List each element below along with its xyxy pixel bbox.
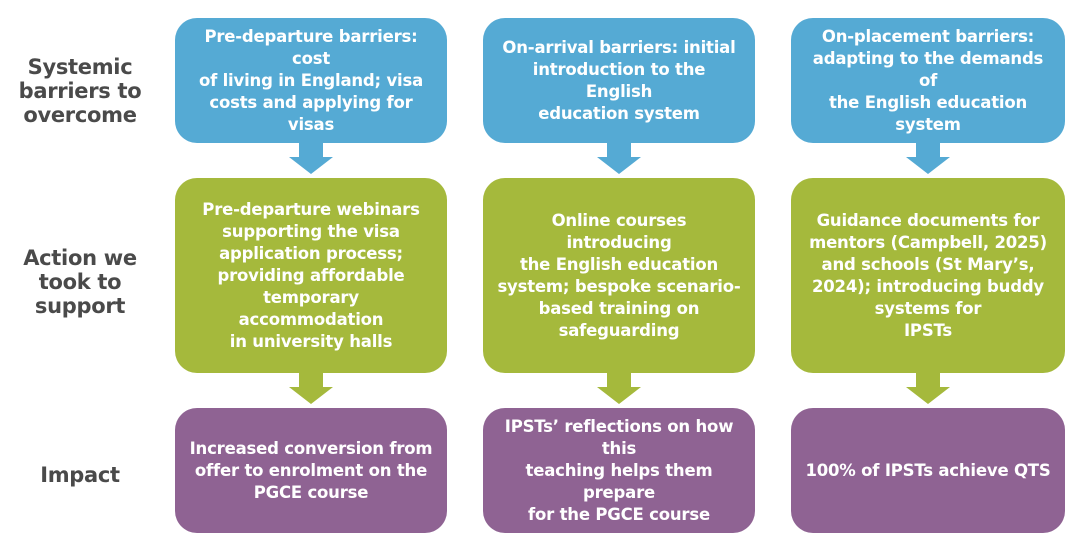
barrier-text: Pre-departure barriers: cost of living i…: [198, 26, 424, 134]
barrier-box-pre-departure: Pre-departure barriers: cost of living i…: [175, 18, 447, 143]
action-box-pre-departure: Pre-departure webinars supporting the vi…: [175, 178, 447, 373]
barrier-text: On-arrival barriers: initial introductio…: [502, 37, 736, 123]
barrier-box-on-placement: On-placement barriers: adapting to the d…: [791, 18, 1065, 143]
impact-text: Increased conversion from offer to enrol…: [189, 438, 433, 502]
action-text: Online courses introducing the English e…: [497, 210, 741, 340]
down-arrow-icon: [289, 373, 333, 404]
action-text: Guidance documents for mentors (Campbell…: [809, 210, 1047, 340]
down-arrow-icon: [906, 143, 950, 174]
action-box-on-placement: Guidance documents for mentors (Campbell…: [791, 178, 1065, 373]
impact-text: IPSTs’ reflections on how this teaching …: [504, 416, 734, 524]
impact-text: 100% of IPSTs achieve QTS: [805, 460, 1051, 480]
down-arrow-icon: [289, 143, 333, 174]
down-arrow-icon: [597, 143, 641, 174]
row-label-actions: Action we took to support: [23, 246, 137, 318]
action-box-on-arrival: Online courses introducing the English e…: [483, 178, 755, 373]
row-label-barriers: Systemic barriers to overcome: [18, 55, 142, 127]
barrier-text: On-placement barriers: adapting to the d…: [812, 26, 1044, 134]
impact-box-on-arrival: IPSTs’ reflections on how this teaching …: [483, 408, 755, 533]
impact-box-pre-departure: Increased conversion from offer to enrol…: [175, 408, 447, 533]
impact-box-on-placement: 100% of IPSTs achieve QTS: [791, 408, 1065, 533]
down-arrow-icon: [597, 373, 641, 404]
barrier-box-on-arrival: On-arrival barriers: initial introductio…: [483, 18, 755, 143]
down-arrow-icon: [906, 373, 950, 404]
row-label-impact: Impact: [40, 463, 120, 487]
action-text: Pre-departure webinars supporting the vi…: [202, 199, 420, 351]
